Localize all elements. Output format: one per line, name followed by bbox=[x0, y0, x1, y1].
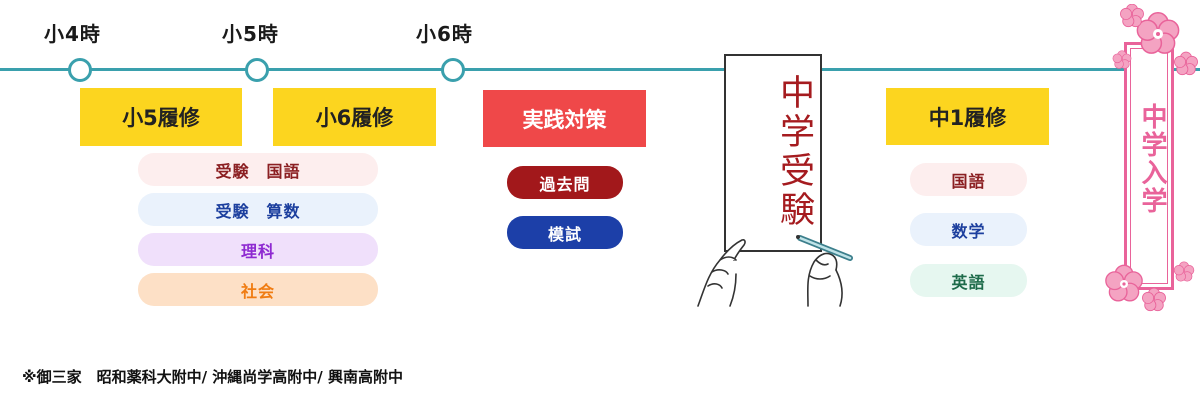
timeline-line bbox=[0, 68, 1200, 71]
subject-pill-science: 理科 bbox=[138, 233, 378, 266]
exam-paper: 中学受験 bbox=[724, 54, 822, 252]
year-label-g4: 小4時 bbox=[44, 22, 101, 46]
subject-pill-social: 社会 bbox=[138, 273, 378, 306]
subject-pill-math: 受験 算数 bbox=[138, 193, 378, 226]
timeline-node-g6 bbox=[441, 58, 465, 82]
timeline-node-g4 bbox=[68, 58, 92, 82]
cherry-blossom-decoration bbox=[1105, 4, 1198, 312]
junior-pill-english: 英語 bbox=[910, 264, 1027, 297]
year-label-g5: 小5時 bbox=[222, 22, 279, 46]
junior-pill-math: 数学 bbox=[910, 213, 1027, 246]
practice-pill-mock-exam: 模試 bbox=[507, 216, 623, 249]
stage-j1: 中1履修 bbox=[886, 88, 1049, 145]
year-label-g6: 小6時 bbox=[416, 22, 473, 46]
admission-banner-text: 中学入学 bbox=[1137, 103, 1167, 215]
practice-pill-past-exams: 過去問 bbox=[507, 166, 623, 199]
subject-pill-japanese: 受験 国語 bbox=[138, 153, 378, 186]
hands-writing-illustration bbox=[697, 235, 853, 307]
footnote: ※御三家 昭和薬科大附中/ 沖縄尚学高附中/ 興南高附中 bbox=[22, 368, 403, 386]
stage-practice: 実践対策 bbox=[483, 90, 646, 147]
stage-g6: 小6履修 bbox=[273, 88, 436, 146]
timeline-node-g5 bbox=[245, 58, 269, 82]
exam-paper-text: 中学受験 bbox=[774, 74, 814, 230]
junior-pill-japanese: 国語 bbox=[910, 163, 1027, 196]
stage-g5: 小5履修 bbox=[80, 88, 242, 146]
